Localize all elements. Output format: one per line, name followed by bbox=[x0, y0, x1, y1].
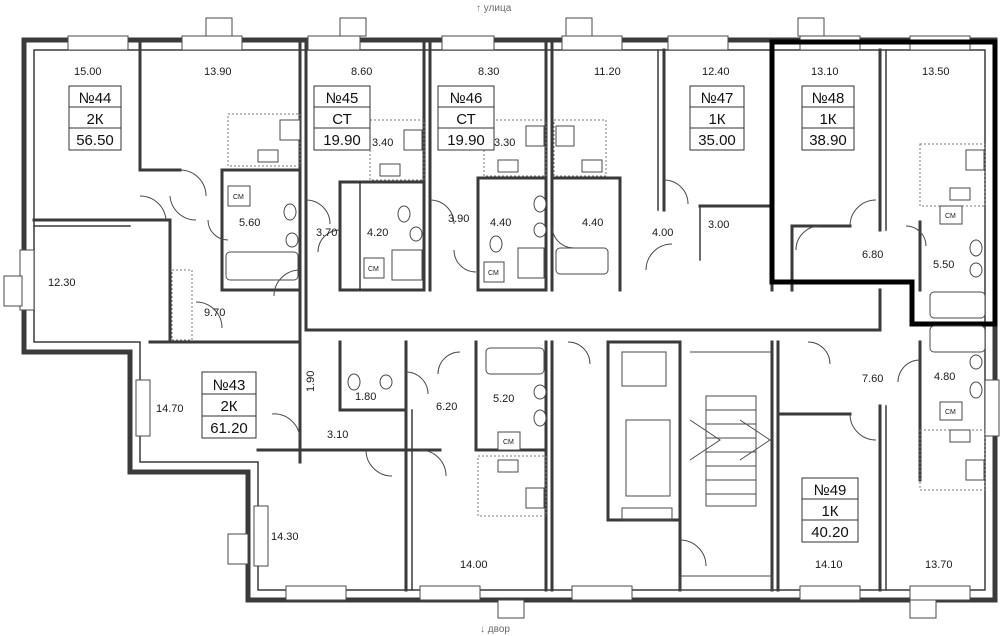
room-area: 6.80 bbox=[862, 249, 883, 261]
apartment-type: 1К bbox=[819, 111, 836, 128]
apartment-number: №47 bbox=[701, 90, 734, 107]
apartment-area: 56.50 bbox=[76, 132, 114, 149]
room-area: 4.80 bbox=[934, 371, 955, 383]
room-area: 3.00 bbox=[708, 219, 729, 231]
room-area: 13.70 bbox=[925, 559, 953, 571]
room-area: 3.70 bbox=[316, 227, 337, 239]
apartment-badge-43: №43 2К 61.20 bbox=[201, 371, 257, 439]
apartment-number: №48 bbox=[812, 90, 845, 107]
room-area: 4.40 bbox=[582, 217, 603, 229]
room-area-labels: 15.00 13.90 8.60 8.30 11.20 12.40 13.10 … bbox=[48, 66, 955, 571]
room-area: 4.40 bbox=[490, 217, 511, 229]
room-area: 3.40 bbox=[372, 137, 393, 149]
apartment-number: №44 bbox=[79, 90, 112, 107]
wm-label: СМ bbox=[488, 270, 499, 277]
apartment-type: СТ bbox=[332, 111, 352, 128]
wm-label: СМ bbox=[368, 266, 379, 273]
apartment-area: 61.20 bbox=[210, 420, 248, 437]
room-area: 6.20 bbox=[436, 401, 457, 413]
room-area: 15.00 bbox=[74, 66, 102, 78]
room-area: 14.00 bbox=[460, 559, 488, 571]
doors bbox=[139, 169, 927, 567]
room-area: 5.50 bbox=[933, 259, 954, 271]
apartment-badge-45: №45 СТ 19.90 bbox=[313, 85, 371, 151]
room-area: 11.20 bbox=[594, 66, 621, 78]
room-area: 13.10 bbox=[811, 66, 839, 78]
room-area: 14.70 bbox=[156, 403, 184, 415]
stair-core bbox=[621, 351, 773, 591]
wm-label: СМ bbox=[233, 194, 244, 201]
apartment-badge-48: №48 1К 38.90 bbox=[801, 85, 855, 151]
room-area: 13.50 bbox=[922, 66, 950, 78]
room-area: 3.90 bbox=[448, 213, 469, 225]
washing-machine-labels: СМ СМ СМ СМ СМ СМ bbox=[233, 194, 956, 446]
room-area: 5.60 bbox=[239, 217, 260, 229]
fixtures bbox=[171, 113, 986, 517]
room-area: 12.40 bbox=[702, 66, 730, 78]
yard-direction-label: ↓ двор bbox=[480, 624, 510, 635]
room-area: 12.30 bbox=[48, 277, 76, 289]
street-direction-label: ↑ улица bbox=[476, 3, 512, 14]
room-area: 14.10 bbox=[815, 559, 843, 571]
apartment-area: 19.90 bbox=[447, 132, 485, 149]
room-area: 4.20 bbox=[367, 227, 388, 239]
room-area: 5.20 bbox=[493, 393, 514, 405]
apartment-number: №46 bbox=[450, 90, 483, 107]
apartment-badge-49: №49 1К 40.20 bbox=[801, 477, 859, 543]
wm-label: СМ bbox=[945, 409, 956, 416]
apartment-area: 38.90 bbox=[809, 132, 847, 149]
apartment-type: 2К bbox=[86, 111, 103, 128]
room-area: 14.30 bbox=[271, 531, 299, 543]
apartment-badge-47: №47 1К 35.00 bbox=[689, 85, 745, 151]
apartment-number: №43 bbox=[213, 377, 246, 394]
room-area: 8.60 bbox=[351, 66, 372, 78]
room-area: 4.00 bbox=[652, 227, 673, 239]
apartment-type: 1К bbox=[821, 503, 838, 520]
apartment-type: 1К bbox=[708, 111, 725, 128]
apartment-area: 35.00 bbox=[698, 132, 736, 149]
room-area: 8.30 bbox=[478, 66, 499, 78]
apartment-area: 40.20 bbox=[811, 524, 849, 541]
room-area: 1.90 bbox=[305, 371, 317, 392]
apartment-48-outline bbox=[769, 39, 998, 327]
apartment-badge-46: №46 СТ 19.90 bbox=[437, 85, 495, 151]
wm-label: СМ bbox=[503, 439, 514, 446]
room-area: 13.90 bbox=[204, 66, 232, 78]
apartment-number: №45 bbox=[326, 90, 359, 107]
apartment-type: СТ bbox=[456, 111, 476, 128]
wm-label: СМ bbox=[945, 213, 956, 220]
room-area: 9.70 bbox=[204, 307, 225, 319]
apartment-area: 19.90 bbox=[323, 132, 361, 149]
room-area: 3.30 bbox=[494, 137, 515, 149]
apartment-type: 2К bbox=[220, 398, 237, 415]
room-area: 7.60 bbox=[862, 373, 883, 385]
room-area: 1.80 bbox=[355, 391, 376, 403]
apartment-badge-44: №44 2К 56.50 bbox=[68, 85, 122, 151]
room-area: 3.10 bbox=[327, 429, 348, 441]
apartment-number: №49 bbox=[814, 482, 847, 499]
